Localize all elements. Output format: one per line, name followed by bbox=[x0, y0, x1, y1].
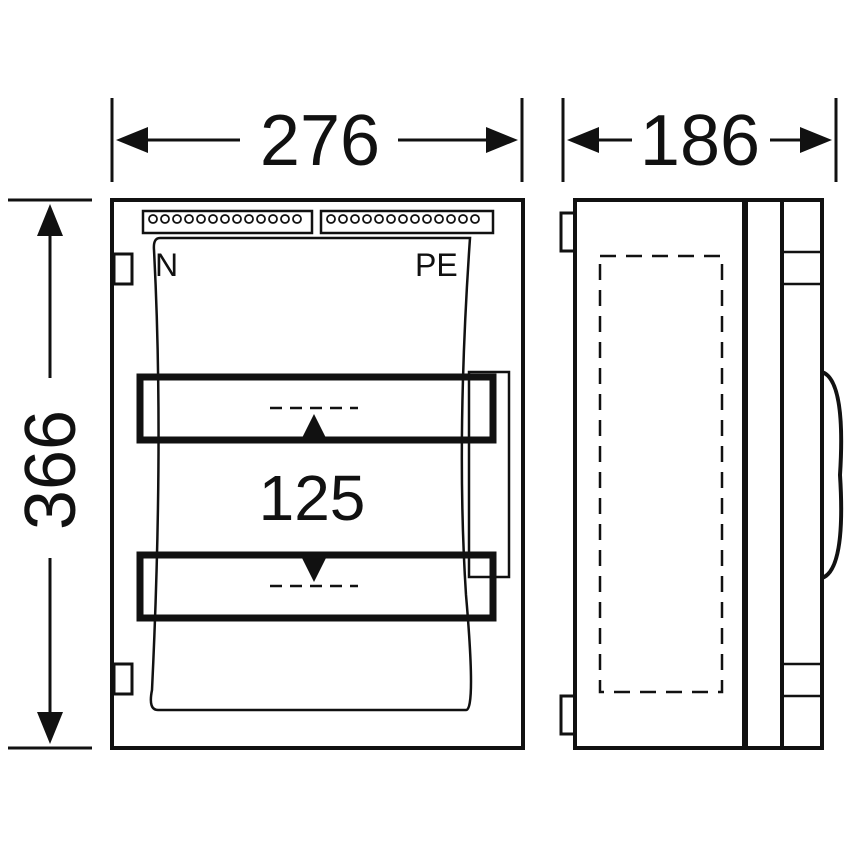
terminal-strip-earth bbox=[319, 209, 495, 235]
width-value: 276 bbox=[260, 101, 380, 181]
side-view bbox=[559, 198, 844, 750]
rail-spacing-value: 125 bbox=[259, 462, 366, 534]
height-dimension: 366 bbox=[8, 198, 92, 750]
side-handle bbox=[821, 370, 844, 580]
earth-label: PE bbox=[415, 247, 458, 283]
hinge-top bbox=[112, 252, 134, 286]
side-hinge-top bbox=[559, 211, 577, 253]
side-outline bbox=[573, 198, 824, 750]
side-inner-panel-dashed bbox=[598, 254, 724, 694]
terminal-strip-neutral bbox=[141, 209, 314, 235]
neutral-label: N bbox=[155, 247, 178, 283]
front-view bbox=[110, 198, 525, 750]
rail-spacing-dimension bbox=[270, 406, 358, 588]
side-hinge-bottom bbox=[559, 694, 577, 736]
cover-window bbox=[149, 236, 473, 712]
din-rail-bottom bbox=[136, 551, 497, 622]
depth-value: 186 bbox=[640, 101, 760, 181]
height-value: 366 bbox=[11, 410, 91, 530]
enclosure-outline bbox=[110, 198, 525, 750]
depth-dimension: 186 bbox=[561, 98, 838, 182]
hinge-bottom bbox=[112, 662, 134, 696]
width-dimension: 276 bbox=[110, 98, 524, 182]
front-handle bbox=[467, 370, 511, 579]
